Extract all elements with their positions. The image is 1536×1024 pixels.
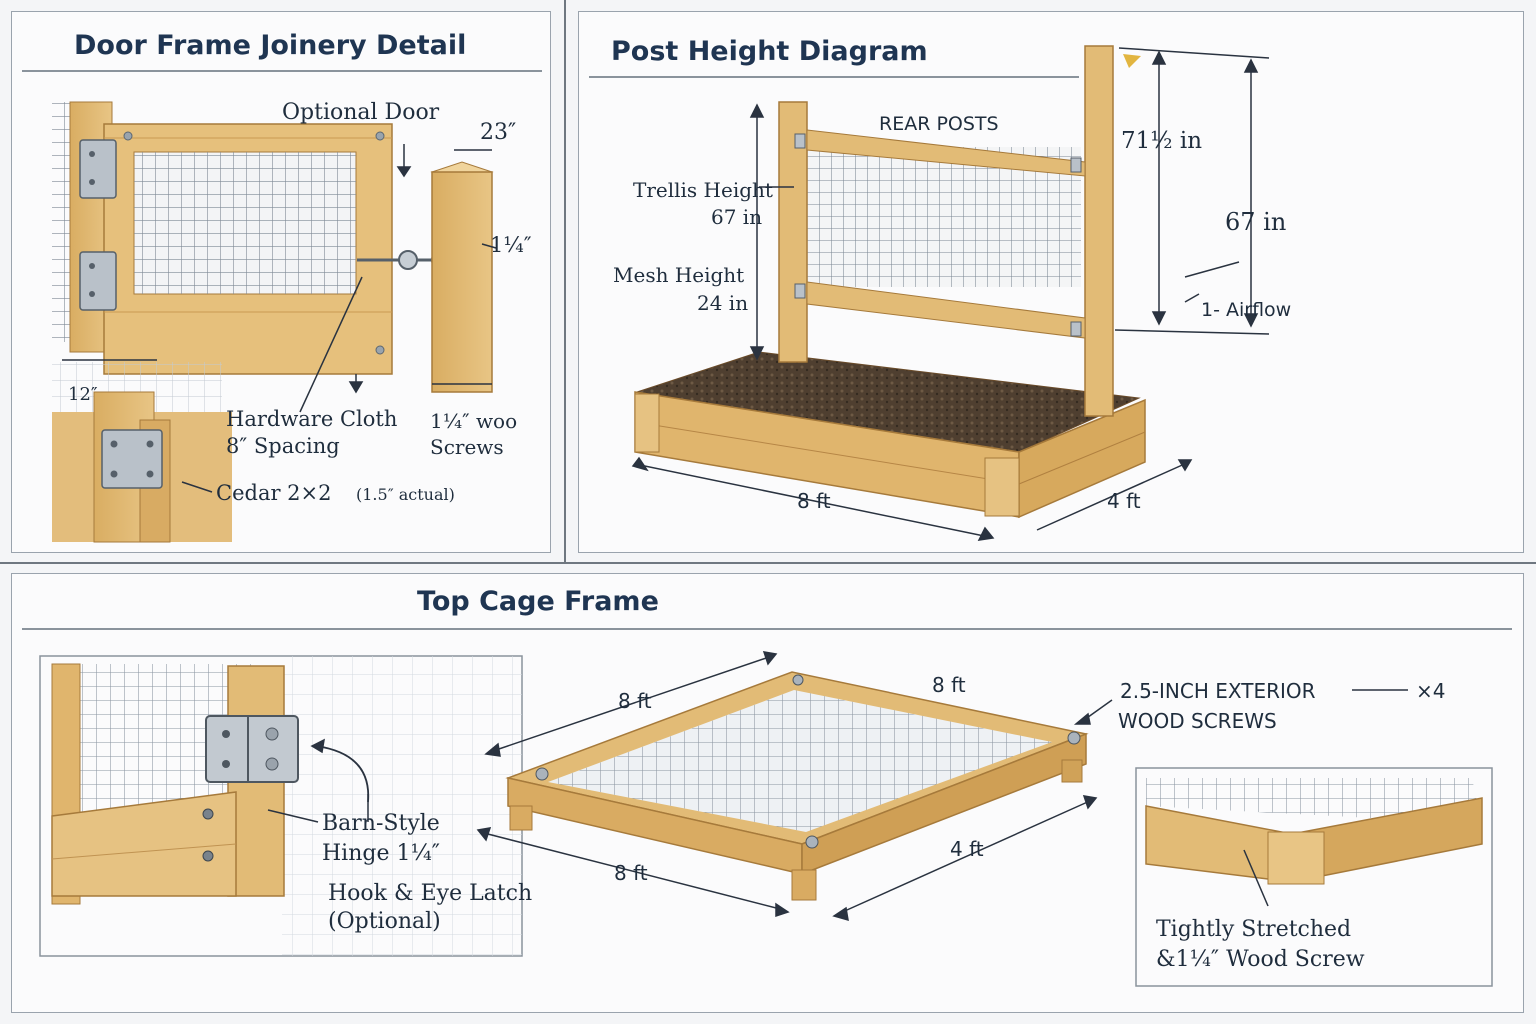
post-dimension-lines (631, 47, 1270, 541)
hinge-arrow (315, 745, 370, 803)
door-panel-title: Door Frame Joinery Detail (74, 30, 467, 61)
rear-posts-label: REAR POSTS (879, 113, 999, 135)
top-cage-panel: Top Cage Frame (11, 573, 1524, 1013)
screws-label-line1: 1¼″ woo (430, 409, 517, 433)
post-title-rule (589, 76, 1079, 78)
trellis-height-line1: Trellis Height (633, 178, 773, 202)
latch-line2: (Optional) (328, 909, 441, 934)
mesh-height-line2: 24 in (697, 291, 748, 315)
cedar-board (430, 161, 494, 393)
door-hinge-upper (79, 139, 117, 199)
dim-12-label: 12″ (68, 384, 98, 405)
dim-114-label: 1¼″ (490, 233, 532, 257)
screws-line1-label: 2.5-INCH EXTERIOR (1120, 679, 1316, 703)
post-height-illustration: REAR POSTS Trellis Height 67 in Mesh Hei… (613, 45, 1291, 541)
stretched-inset (1135, 767, 1493, 987)
latch-line1: Hook & Eye Latch (328, 881, 532, 906)
airflow-label: 1- Airflow (1201, 299, 1291, 321)
cage-panel-title: Top Cage Frame (417, 586, 659, 617)
stretched-line1: Tightly Stretched (1156, 917, 1351, 942)
optional-door-label: Optional Door (282, 100, 440, 125)
length-8ft-c-label: 8 ft (614, 861, 648, 885)
cedar-actual-label: (1.5″ actual) (356, 485, 455, 504)
top-cage-illustration: 8 ft 8 ft 8 ft 4 ft 2.5-INCH EXTERIOR WO… (39, 651, 1493, 987)
door-dimension-lines (62, 144, 497, 493)
flag-marker (1123, 54, 1141, 68)
door-frame (103, 123, 393, 375)
stretched-line2: &1¼″ Wood Screw (1156, 947, 1365, 972)
cedar-label: Cedar 2×2 (216, 481, 332, 505)
cage-frame (505, 671, 1089, 901)
joint-detail (52, 362, 232, 543)
horizontal-divider (0, 562, 1536, 564)
cage-dimension-lines (267, 651, 1408, 922)
door-frame-illustration: Optional Door 23″ 1¼″ 12″ Hardware Cloth… (52, 100, 532, 543)
width-4ft-label: 4 ft (950, 837, 984, 861)
door-title-rule (22, 70, 542, 72)
screws-count-label: ×4 (1416, 679, 1445, 703)
length-8ft-label: 8 ft (797, 489, 831, 513)
length-8ft-a-label: 8 ft (618, 689, 652, 713)
trellis (778, 45, 1114, 417)
hinge-inset (39, 655, 523, 957)
barn-hinge-line1: Barn-Style (322, 811, 440, 836)
dim-23-label: 23″ (480, 120, 516, 145)
mesh-height-line1: Mesh Height (613, 263, 744, 287)
door-hinge-lower (79, 251, 117, 311)
door-frame-panel: Door Frame Joinery Detail (11, 11, 551, 553)
raised-bed (634, 351, 1146, 519)
barn-hinge-line2: Hinge 1¼″ (322, 841, 440, 866)
screws-label-line2: Screws (430, 435, 504, 459)
hardware-cloth-label: Hardware Cloth (226, 407, 397, 431)
dim-67-label: 67 in (1225, 208, 1286, 236)
length-8ft-b-label: 8 ft (932, 673, 966, 697)
post-panel-title: Post Height Diagram (611, 36, 928, 67)
post-height-panel: Post Height Diagram (578, 11, 1524, 553)
trellis-height-line2: 67 in (711, 205, 762, 229)
vertical-divider (564, 0, 566, 562)
dim-715-label: 71½ in (1121, 128, 1202, 154)
spacing-label: 8″ Spacing (226, 434, 340, 458)
cage-title-rule (22, 628, 1512, 630)
width-4ft-label: 4 ft (1107, 489, 1141, 513)
screws-line2-label: WOOD SCREWS (1118, 709, 1277, 733)
